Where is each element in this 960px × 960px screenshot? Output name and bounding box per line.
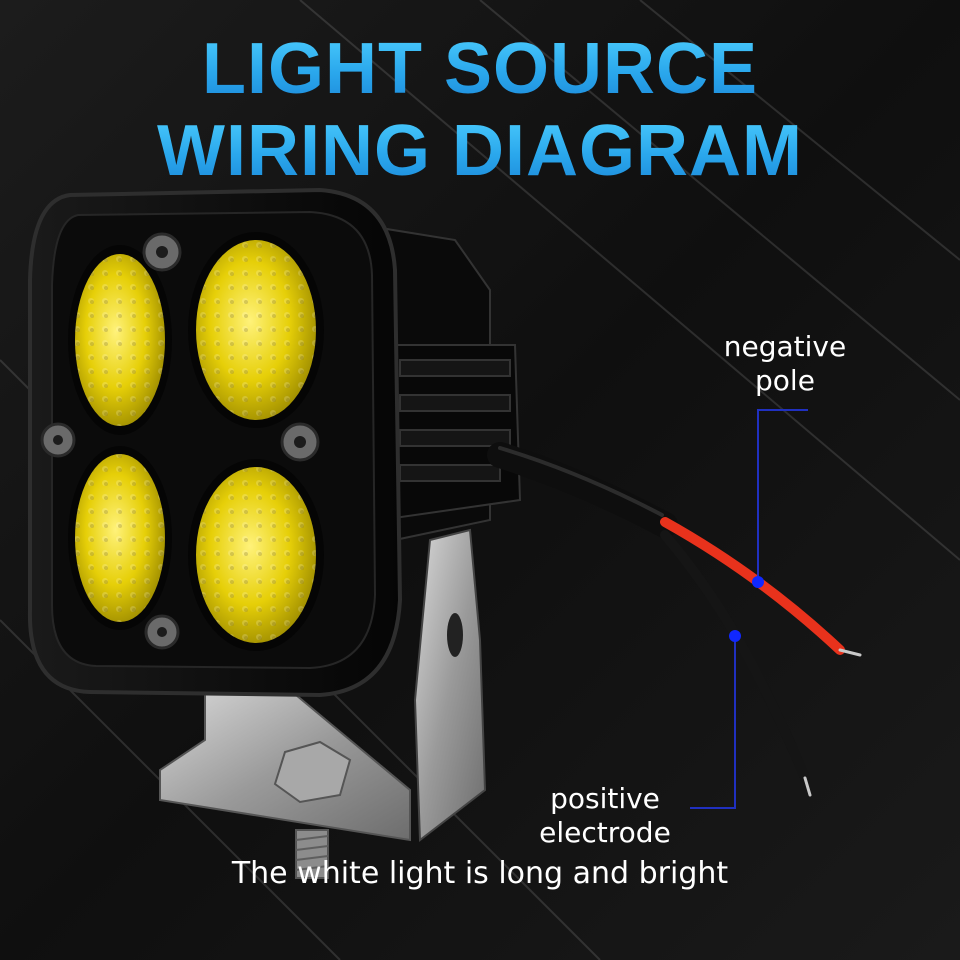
negative-label-line-1: negative	[723, 330, 847, 363]
lens-bottom-left	[68, 446, 172, 630]
screw-right	[280, 422, 320, 462]
positive-label-line-1: positive	[550, 782, 660, 815]
positive-electrode-leader	[690, 630, 741, 809]
power-cable	[487, 442, 862, 797]
title-line-1: LIGHT SOURCE	[0, 28, 960, 110]
lens-top-left	[68, 245, 172, 435]
positive-marker-dot	[729, 630, 741, 642]
negative-pole-leader	[752, 409, 808, 588]
led-lenses	[68, 232, 324, 651]
black-wire	[660, 530, 810, 783]
negative-pole-label: negative pole	[700, 330, 870, 398]
positive-label-line-2: electrode	[539, 816, 671, 849]
screw-left	[40, 422, 76, 458]
cable-sheath	[487, 442, 678, 538]
lens-top-right	[188, 232, 324, 428]
positive-electrode-label: positive electrode	[520, 782, 690, 850]
housing-screws	[40, 232, 320, 650]
negative-label-line-2: pole	[755, 364, 815, 397]
title-line-2: WIRING DIAGRAM	[0, 110, 960, 192]
negative-marker-dot	[752, 576, 764, 588]
screw-bottom	[144, 614, 180, 650]
lens-bottom-right	[188, 459, 324, 651]
caption-text: The white light is long and bright	[231, 856, 729, 891]
mounting-bracket	[159, 528, 487, 879]
screw-top	[142, 232, 182, 272]
